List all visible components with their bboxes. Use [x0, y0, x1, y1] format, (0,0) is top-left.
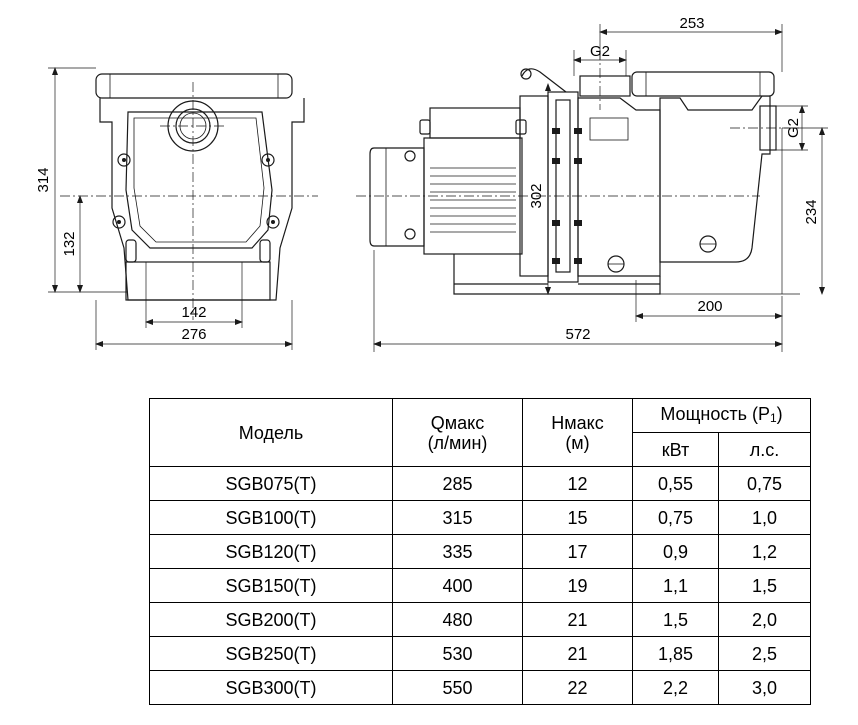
- front-body: [99, 98, 305, 301]
- strainer-basket: [125, 111, 273, 249]
- cell-kw: 1,5: [632, 602, 719, 637]
- cell-model: SGB300(T): [149, 670, 393, 705]
- header-power: Мощность (P1): [632, 398, 811, 433]
- header-q-line1: Qмакс: [430, 412, 485, 433]
- side-dimensions: 253 G2 G2 302 234 200 572: [373, 15, 828, 352]
- dim-outlet-thread: G2: [590, 43, 610, 60]
- lid-handle: [521, 68, 567, 93]
- table-row: SGB120(T) 335 17 0,9 1,2: [149, 534, 811, 569]
- pump-base: [453, 254, 661, 295]
- cell-hp: 2,5: [718, 636, 811, 671]
- table-row: SGB100(T) 315 15 0,75 1,0: [149, 500, 811, 535]
- cell-model: SGB120(T): [149, 534, 393, 569]
- front-view: [60, 73, 318, 320]
- cell-q: 530: [392, 636, 523, 671]
- cell-h: 21: [522, 636, 633, 671]
- outlet-port: [579, 75, 631, 97]
- dim-142: 142: [181, 304, 206, 321]
- cell-model: SGB200(T): [149, 602, 393, 637]
- cell-h: 15: [522, 500, 633, 535]
- cell-q: 335: [392, 534, 523, 569]
- table-row: SGB150(T) 400 19 1,1 1,5: [149, 568, 811, 603]
- cell-hp: 1,5: [718, 568, 811, 603]
- cell-hp: 0,75: [718, 466, 811, 501]
- pump-dimension-drawing: 314 132 142 276: [35, 15, 828, 352]
- cell-kw: 1,1: [632, 568, 719, 603]
- table-subheader-row: кВт л.с.: [150, 432, 811, 467]
- dim-302: 302: [528, 183, 545, 208]
- dim-200: 200: [697, 298, 722, 315]
- cell-q: 285: [392, 466, 523, 501]
- cell-q: 315: [392, 500, 523, 535]
- header-kw: кВт: [632, 432, 719, 467]
- strainer-housing: [659, 95, 771, 263]
- side-view: [356, 50, 800, 295]
- cell-kw: 0,75: [632, 500, 719, 535]
- cell-kw: 0,55: [632, 466, 719, 501]
- dim-253: 253: [679, 15, 704, 32]
- cell-h: 21: [522, 602, 633, 637]
- cell-q: 550: [392, 670, 523, 705]
- header-q: Qмакс (л/мин): [392, 398, 523, 467]
- dim-234: 234: [803, 199, 820, 224]
- lid-top: [95, 73, 293, 99]
- dim-276: 276: [181, 326, 206, 343]
- cell-hp: 2,0: [718, 602, 811, 637]
- header-hp: л.с.: [718, 432, 811, 467]
- fan-cover: [369, 147, 425, 247]
- table-row: SGB075(T) 285 12 0,55 0,75: [149, 466, 811, 501]
- header-model: Модель: [149, 398, 393, 467]
- dim-314: 314: [35, 167, 52, 192]
- table-header-row: Модель Qмакс (л/мин) Hмакс (м) Мощность …: [149, 398, 811, 467]
- dim-572: 572: [565, 326, 590, 343]
- header-h-line2: (м): [565, 432, 590, 453]
- spec-table: Модель Qмакс (л/мин) Hмакс (м) Мощность …: [149, 398, 811, 705]
- header-q-line2: (л/мин): [427, 432, 488, 453]
- cell-model: SGB100(T): [149, 500, 393, 535]
- strainer-lid: [631, 71, 775, 97]
- cell-hp: 1,0: [718, 500, 811, 535]
- cell-model: SGB250(T): [149, 636, 393, 671]
- terminal-box: [429, 107, 521, 139]
- table-row: SGB300(T) 550 22 2,2 3,0: [149, 670, 811, 705]
- header-h: Hмакс (м): [522, 398, 633, 467]
- cell-q: 480: [392, 602, 523, 637]
- cell-h: 12: [522, 466, 633, 501]
- cell-kw: 2,2: [632, 670, 719, 705]
- front-dimensions: 314 132 142 276: [35, 67, 293, 350]
- cell-model: SGB150(T): [149, 568, 393, 603]
- header-h-line1: Hмакс: [551, 412, 604, 433]
- cell-h: 22: [522, 670, 633, 705]
- cell-h: 19: [522, 568, 633, 603]
- cell-q: 400: [392, 568, 523, 603]
- cell-kw: 1,85: [632, 636, 719, 671]
- cell-kw: 0,9: [632, 534, 719, 569]
- cell-hp: 3,0: [718, 670, 811, 705]
- table-row: SGB200(T) 480 21 1,5 2,0: [149, 602, 811, 637]
- table-row: SGB250(T) 530 21 1,85 2,5: [149, 636, 811, 671]
- pump-flange: [547, 91, 579, 283]
- cell-h: 17: [522, 534, 633, 569]
- cell-model: SGB075(T): [149, 466, 393, 501]
- dim-132: 132: [61, 231, 78, 256]
- cell-hp: 1,2: [718, 534, 811, 569]
